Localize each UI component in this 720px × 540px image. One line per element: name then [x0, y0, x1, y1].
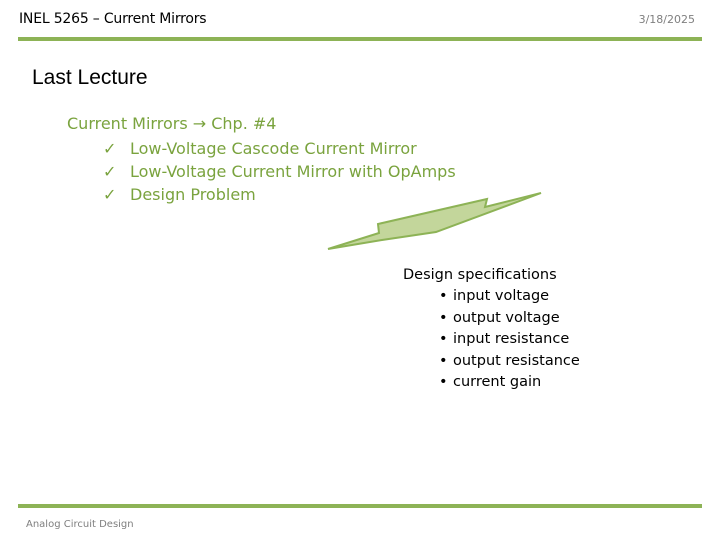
header-date: 3/18/2025 [638, 13, 695, 26]
slide-title: Last Lecture [32, 66, 148, 89]
spec-item: • output voltage [439, 308, 580, 330]
bullet-icon: • [439, 331, 448, 348]
spec-item-label: input voltage [453, 288, 550, 304]
checklist: ✓ Low-Voltage Cascode Current Mirror ✓ Low… [103, 137, 456, 206]
spec-item: • output resistance [439, 351, 580, 373]
spec-item-label: output resistance [453, 352, 580, 369]
bullet-icon: • [439, 288, 448, 304]
spec-item: • current gain [439, 372, 580, 394]
bullet-icon: • [439, 352, 448, 369]
checklist-item: ✓ Low-Voltage Cascode Current Mirror [103, 137, 456, 160]
checklist-item-label: Low-Voltage Current Mirror with OpAmps [130, 162, 456, 181]
checklist-item: ✓ Design Problem [103, 183, 456, 206]
bullet-icon: • [439, 374, 448, 391]
check-icon: ✓ [103, 162, 117, 181]
footer-divider [18, 504, 702, 508]
spec-list: • input voltage • output voltage • input re… [403, 286, 580, 394]
spec-item: • input voltage [439, 286, 580, 308]
footer-text: Analog Circuit Design [26, 519, 134, 530]
check-icon: ✓ [103, 139, 117, 158]
spec-item-label: input resistance [453, 331, 570, 348]
checklist-item-label: Design Problem [130, 185, 256, 204]
design-specifications: Design specifications • input voltage • ou… [403, 264, 580, 394]
spec-item-label: current gain [453, 374, 542, 391]
spec-item: • input resistance [439, 329, 580, 351]
header-title: INEL 5265 – Current Mirrors [19, 11, 207, 27]
bullet-icon: • [439, 309, 448, 326]
header-divider [18, 37, 702, 41]
checklist-item-label: Low-Voltage Cascode Current Mirror [130, 139, 417, 158]
check-icon: ✓ [103, 185, 117, 204]
spec-item-label: output voltage [453, 309, 560, 326]
spec-title: Design specifications [403, 267, 557, 283]
lead-line: Current Mirrors → Chp. #4 [67, 114, 277, 133]
checklist-item: ✓ Low-Voltage Current Mirror with OpAmps [103, 160, 456, 183]
